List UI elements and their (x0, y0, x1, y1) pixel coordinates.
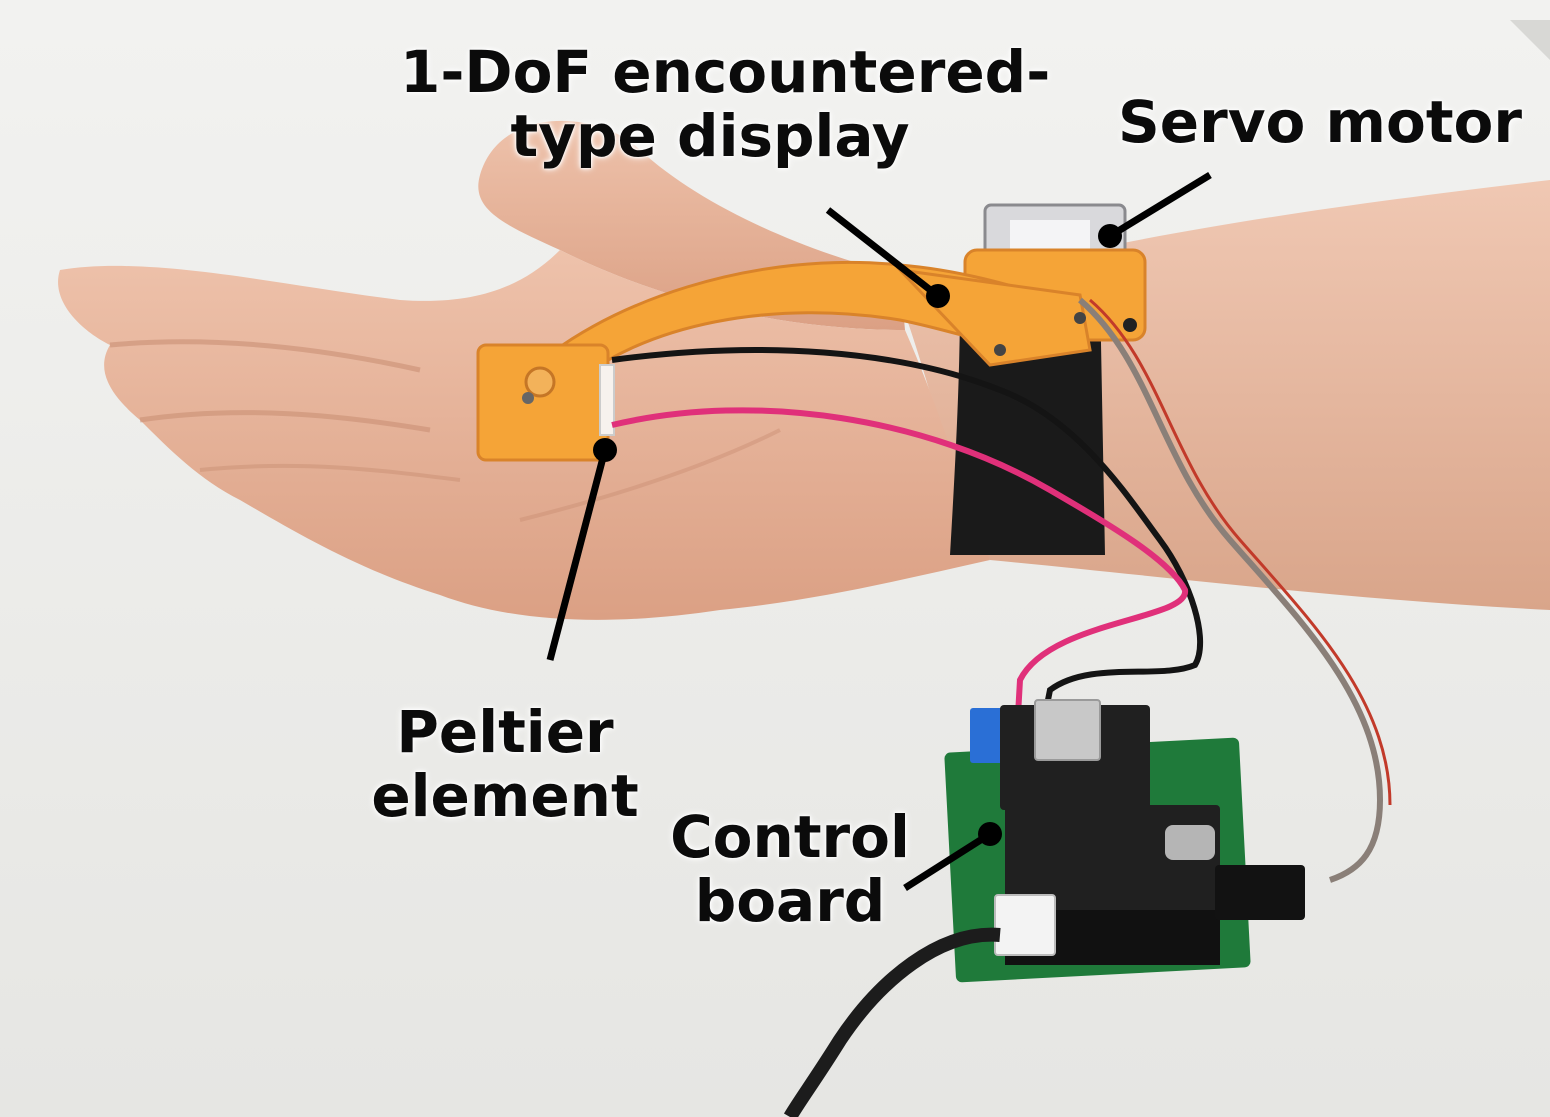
label-peltier-line1: Peltier (396, 698, 614, 766)
label-encountered-type-display: 1-DoF encountered- type display (400, 38, 1051, 170)
usb-c-port (1165, 825, 1215, 860)
leader-control (903, 831, 992, 891)
contact-plate (476, 343, 610, 462)
heatsink (1034, 699, 1101, 761)
palm-line (519, 428, 781, 522)
hinge-screw-1 (994, 344, 1006, 356)
plate-screw (522, 392, 534, 404)
label-servo-line1: Servo motor (1117, 88, 1523, 156)
leader-peltier (546, 449, 609, 661)
label-control-board: Control board (640, 805, 940, 933)
label-display-line2: type display (510, 102, 910, 170)
peltier-element (599, 364, 615, 436)
leader-peltier-dot (593, 438, 617, 462)
finger-crease-2 (139, 410, 431, 433)
white-connector (994, 894, 1056, 956)
usb-cable (783, 927, 1001, 1117)
wire-red-servo (1089, 298, 1392, 806)
hinge-screw-2 (1074, 312, 1086, 324)
label-display-line1: 1-DoF encountered- (400, 38, 1051, 106)
label-servo-motor: Servo motor (1110, 90, 1530, 154)
label-control-line1: Control (670, 803, 910, 871)
finger-crease-1 (109, 339, 421, 373)
corner-shadow (1510, 20, 1550, 60)
label-peltier-element: Peltier element (340, 700, 670, 828)
leader-display-dot (926, 284, 950, 308)
wire-pink-peltier (611, 407, 1188, 716)
wire-grey-servo (1078, 297, 1384, 883)
wire-black-peltier (611, 347, 1204, 716)
leader-servo-dot (1098, 224, 1122, 248)
servo-connector (1215, 865, 1305, 920)
label-control-line2: board (694, 867, 886, 935)
plate-pivot (524, 366, 556, 398)
leader-control-dot (978, 822, 1002, 846)
leader-display (825, 207, 941, 299)
label-peltier-line2: element (371, 762, 639, 830)
servo-screw (1123, 318, 1137, 332)
leader-servo (1108, 172, 1212, 239)
finger-crease-3 (199, 463, 461, 482)
